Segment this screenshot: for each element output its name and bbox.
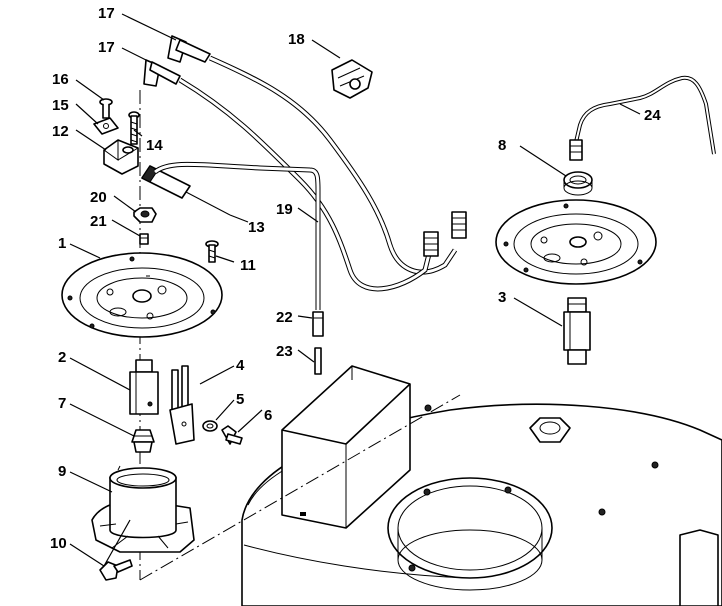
callout-11: 11 [240, 257, 256, 274]
part-21-orifice [139, 233, 149, 245]
callout-9: 9 [58, 463, 66, 480]
part-15-bracket [93, 117, 119, 135]
tank-nut [529, 417, 571, 443]
callout-10: 10 [50, 535, 67, 552]
callout-4: 4 [236, 357, 245, 374]
callout-16: 16 [52, 71, 69, 88]
part-1-burner-plate [61, 252, 223, 338]
callout-17a: 17 [98, 5, 115, 22]
baffle-box [281, 365, 411, 529]
callout-15: 15 [52, 97, 69, 114]
callout-6: 6 [264, 407, 272, 424]
part-6-screw [221, 425, 243, 445]
callout-3: 3 [498, 289, 506, 306]
part-4-bracket [169, 365, 195, 445]
callout-2: 2 [58, 349, 66, 366]
callout-12: 12 [52, 123, 69, 140]
part-14-screw [128, 111, 140, 145]
part-23-tube [314, 347, 322, 375]
part-24-tube [574, 75, 716, 155]
part-19-tube [153, 161, 321, 310]
part-17-leads [143, 35, 467, 292]
part-12-pilot-bracket [103, 139, 139, 175]
part-2-valve-body [129, 359, 159, 415]
callout-8: 8 [498, 137, 506, 154]
callout-14: 14 [146, 137, 163, 154]
callout-5: 5 [236, 391, 244, 408]
part-13-pilot-tube [141, 165, 231, 216]
callout-18: 18 [288, 31, 305, 48]
part-20-nut [133, 207, 157, 223]
callout-19: 19 [276, 201, 293, 218]
callout-20: 20 [90, 189, 107, 206]
part-7-orifice [131, 429, 155, 453]
part-16-screw [99, 98, 113, 119]
callout-13: 13 [248, 219, 265, 236]
part-10-screw [99, 559, 133, 581]
part-3-valve-body [563, 297, 591, 365]
callout-1: 1 [58, 235, 66, 252]
part-8-nut [563, 139, 593, 196]
part-22-fitting [312, 311, 324, 337]
callout-17b: 17 [98, 39, 115, 56]
callout-labels: 17 17 18 16 15 12 14 13 20 21 19 11 1 22… [50, 5, 661, 552]
part-18-clip [331, 59, 373, 99]
callout-7: 7 [58, 395, 66, 412]
part-9-burner-skirt [91, 465, 195, 553]
leader-lines [69, 13, 641, 567]
callout-23: 23 [276, 343, 293, 360]
callout-22: 22 [276, 309, 293, 326]
callout-21: 21 [90, 213, 107, 230]
right-burner-plate [495, 199, 657, 285]
centerline-diagonal [139, 394, 461, 581]
part-11-screw [205, 240, 219, 263]
part-5-washer [202, 420, 218, 432]
callout-24: 24 [644, 107, 661, 124]
